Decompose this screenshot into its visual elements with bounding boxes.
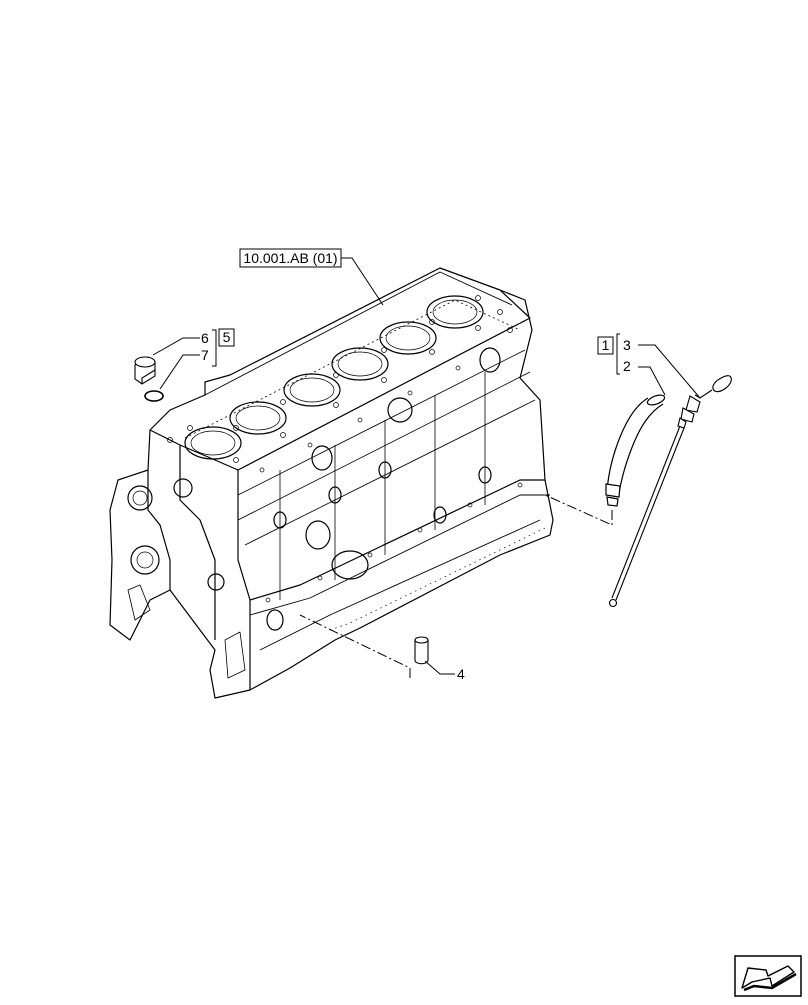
callout-1[interactable]: 1 [602,337,610,353]
bracket-6-7 [212,329,217,367]
leader-line-3 [638,344,701,399]
callout-3[interactable]: 3 [623,337,631,353]
leader-line-2 [638,366,666,396]
bracket-2-3 [616,333,620,375]
dipstick [608,375,732,608]
engine-block [109,267,554,699]
leader-line-6 [152,337,200,356]
reference-callout[interactable]: 10.001.AB (01) [239,248,384,306]
callout-5-box [218,328,235,347]
reference-label[interactable]: 10.001.AB (01) [243,250,337,266]
reference-leader-line [341,257,384,306]
leader-line-7 [159,354,200,390]
callout-2[interactable]: 2 [623,358,631,374]
assembly-line-dipstick [544,494,613,526]
assembly-line-bushing [299,614,411,678]
next-page-arrow-icon[interactable] [734,955,802,997]
callout-5[interactable]: 5 [223,329,231,345]
dipstick-tube [605,394,666,507]
callout-1-box [597,336,614,355]
leader-line-4 [424,660,455,675]
callout-6[interactable]: 6 [201,330,209,346]
seal-ring [144,390,164,402]
callout-4[interactable]: 4 [457,666,465,682]
bushing [414,636,429,665]
callout-7[interactable]: 7 [201,347,209,363]
plug [134,356,156,385]
